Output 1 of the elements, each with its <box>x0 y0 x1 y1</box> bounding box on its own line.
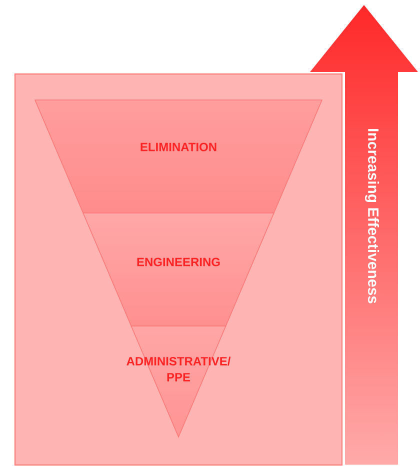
effectiveness-arrow: Increasing Effectiveness <box>364 129 380 304</box>
